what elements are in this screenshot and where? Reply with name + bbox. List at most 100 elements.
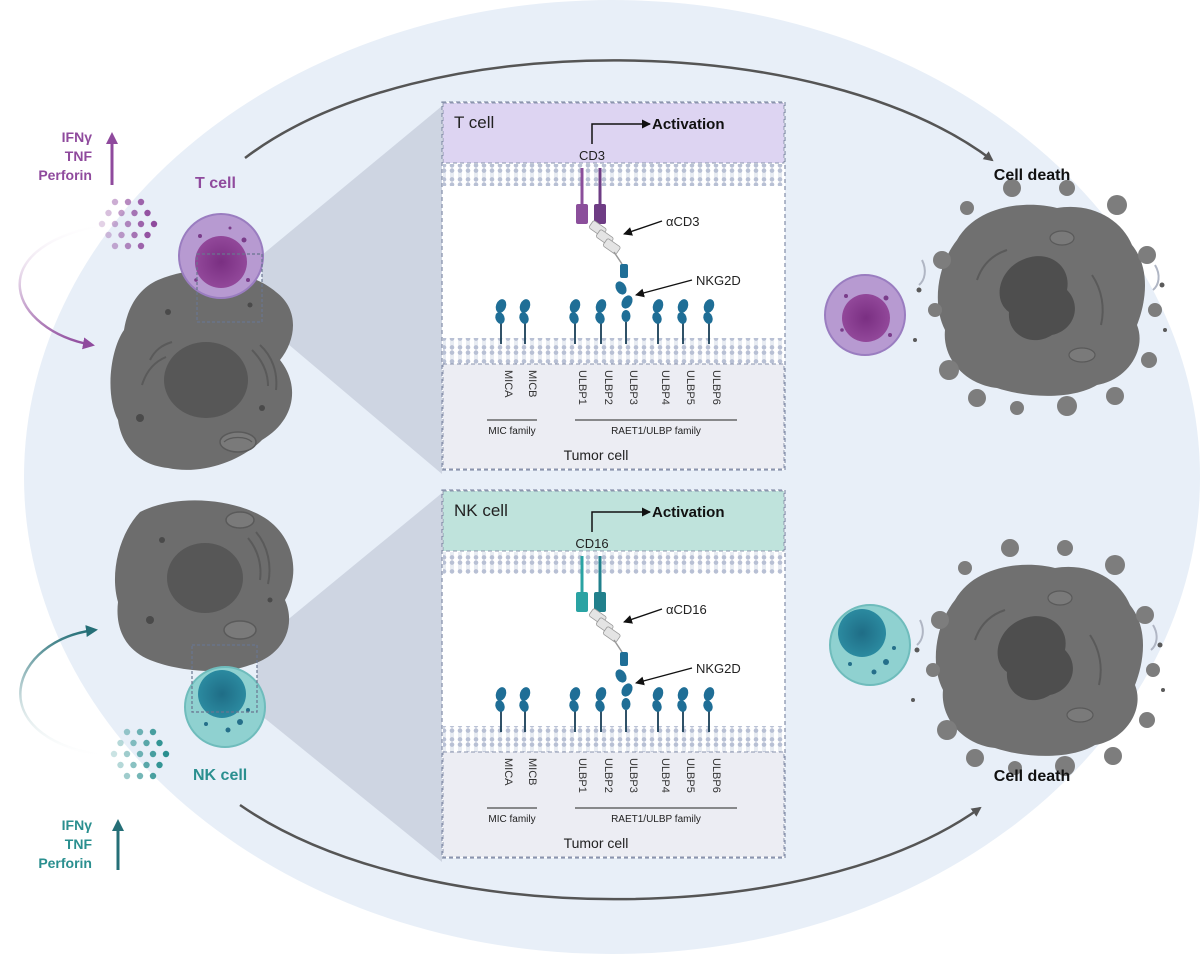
mic-family-label: MIC family — [488, 426, 535, 437]
cytokine-dot — [149, 750, 157, 758]
ligand-head — [652, 700, 662, 712]
cytokine-dot — [111, 242, 119, 250]
apoptotic-bleb — [937, 720, 957, 740]
nk-cell-icon — [829, 604, 911, 686]
cell-death-label-bottom: Cell death — [994, 768, 1070, 785]
ligand-label: ULBP4 — [659, 370, 671, 405]
arrow-icon — [623, 608, 663, 624]
apoptotic-bleb — [1057, 396, 1077, 416]
ligand-label: MICB — [526, 370, 538, 398]
apoptotic-bleb — [1057, 540, 1073, 556]
cytokine-dot — [130, 739, 137, 747]
ligand-head — [595, 299, 607, 313]
cytokine-dot — [123, 728, 131, 736]
cytokine-label: Perforin — [38, 855, 92, 871]
ligand-head — [703, 312, 713, 324]
ligand-head — [703, 299, 715, 313]
ligand-head — [703, 700, 713, 712]
cytokine-dot — [111, 198, 119, 206]
apoptotic-bleb — [926, 663, 940, 677]
apoptotic-bleb — [966, 749, 984, 767]
membrane-icon — [443, 164, 784, 186]
tumor-region-border — [442, 363, 785, 470]
apoptotic-bleb — [1136, 606, 1154, 624]
cytokine-dot — [118, 231, 125, 239]
ligand-head — [495, 299, 507, 313]
apoptotic-bleb — [1139, 712, 1155, 728]
ligand-head — [652, 687, 664, 701]
dying-cell-nucleus — [999, 256, 1075, 341]
apoptotic-bleb — [1010, 401, 1024, 415]
cytokine-dot — [124, 220, 132, 228]
apoptotic-bleb — [960, 201, 974, 215]
t-cell-icon — [178, 213, 264, 299]
ligand-head — [703, 687, 715, 701]
cytokine-dot — [131, 231, 138, 239]
ligand-head — [595, 687, 607, 701]
ligand-label: MICA — [502, 370, 514, 398]
activation-label: Activation — [652, 116, 725, 133]
cytokine-dot — [123, 772, 131, 780]
arrow-icon — [591, 507, 651, 532]
cytokine-dots-icon — [98, 198, 158, 250]
nk-cell-icon — [184, 666, 266, 748]
panel-header — [443, 491, 784, 551]
dying-tumor-cell-icon — [911, 539, 1165, 776]
apoptotic-bleb — [1106, 387, 1124, 405]
cytokine-dot — [137, 220, 145, 228]
nkg2d-label: NKG2D — [696, 273, 741, 288]
cytokine-dot — [149, 728, 157, 736]
ligand-label: ULBP5 — [684, 370, 696, 405]
nkg2d-label: NKG2D — [696, 661, 741, 676]
antibody-label: αCD3 — [666, 214, 700, 229]
cytokine-dot — [137, 242, 145, 250]
t-cell-label: T cell — [195, 175, 236, 192]
arrow-icon — [244, 59, 994, 162]
cytokine-dot — [130, 761, 137, 769]
tumor-cell-icon — [114, 500, 294, 672]
cytokine-dot — [105, 209, 112, 217]
cytokine-label: IFNγ — [62, 817, 93, 833]
ligand-label: ULBP6 — [710, 370, 722, 405]
cytokine-dot — [156, 739, 163, 747]
apoptotic-bleb — [1059, 180, 1075, 196]
activation-label: Activation — [652, 504, 725, 521]
cytokine-dot — [118, 209, 125, 217]
tumor-cell-icon — [110, 270, 293, 470]
arrow-icon — [635, 667, 693, 686]
antibody-icon — [588, 220, 623, 265]
tumor-cell-label: Tumor cell — [564, 835, 629, 851]
antibody-label: αCD16 — [666, 602, 707, 617]
panel-header — [443, 103, 784, 163]
cytokine-dot — [136, 750, 144, 758]
ligand-label: ULBP4 — [659, 758, 671, 793]
cytokine-dot — [143, 761, 150, 769]
zoom-projection — [262, 106, 442, 474]
ligand-head — [621, 698, 631, 710]
cytokine-dot — [105, 231, 112, 239]
membrane-icon — [443, 552, 784, 574]
raet-family-label: RAET1/ULBP family — [611, 426, 701, 437]
arrow-icon — [239, 803, 982, 901]
apoptotic-bleb — [1107, 195, 1127, 215]
cytokine-dot — [144, 209, 151, 217]
cytokine-label: TNF — [65, 148, 93, 164]
cytokine-dot — [149, 772, 157, 780]
ligand-head — [569, 687, 581, 701]
arrow-icon — [19, 625, 101, 757]
ligand-head — [652, 299, 664, 313]
receptor-domain — [576, 204, 588, 224]
ligand-head — [569, 299, 581, 313]
ligand-label: ULBP1 — [576, 758, 588, 793]
cytokine-label: TNF — [65, 836, 93, 852]
apoptotic-bleb — [1141, 352, 1157, 368]
apoptotic-bleb — [931, 611, 949, 629]
cell-death-label-top: Cell death — [994, 167, 1070, 184]
t-cell-icon — [824, 274, 906, 356]
dying-tumor-cell-icon — [913, 179, 1167, 416]
tumor-cell-label: Tumor cell — [564, 447, 629, 463]
tumor-region — [443, 752, 784, 857]
